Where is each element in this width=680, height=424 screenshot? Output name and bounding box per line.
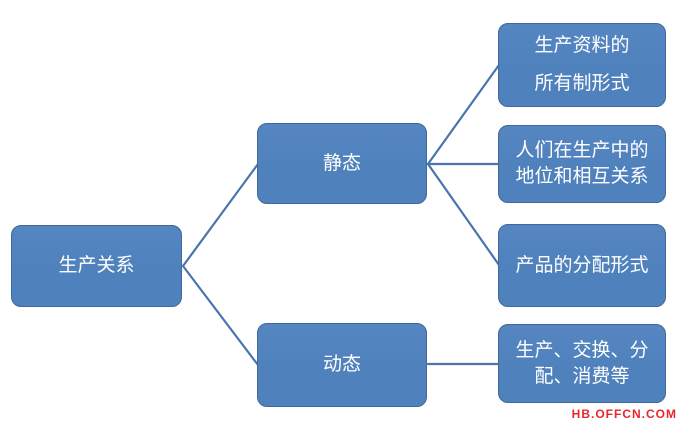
leaf-node-distribution-form: 产品的分配形式 — [498, 224, 666, 307]
watermark-text: HB.OFFCN.COM — [571, 407, 677, 421]
connector-root-to-dynamic — [181, 264, 260, 367]
connector-root-to-static — [181, 162, 260, 268]
leaf-node-dynamic-processes: 生产、交换、分 配、消费等 — [498, 324, 666, 403]
branch-node-static: 静态 — [257, 123, 427, 204]
connector-static-to-leaf1 — [426, 63, 501, 166]
root-node-production-relations: 生产关系 — [11, 225, 182, 307]
leaf-node-ownership-form: 生产资料的 所有制形式 — [498, 23, 666, 107]
connector-static-to-leaf3 — [426, 162, 501, 267]
leaf-node-position-relations: 人们在生产中的 地位和相互关系 — [498, 125, 666, 203]
branch-node-dynamic: 动态 — [257, 323, 427, 407]
